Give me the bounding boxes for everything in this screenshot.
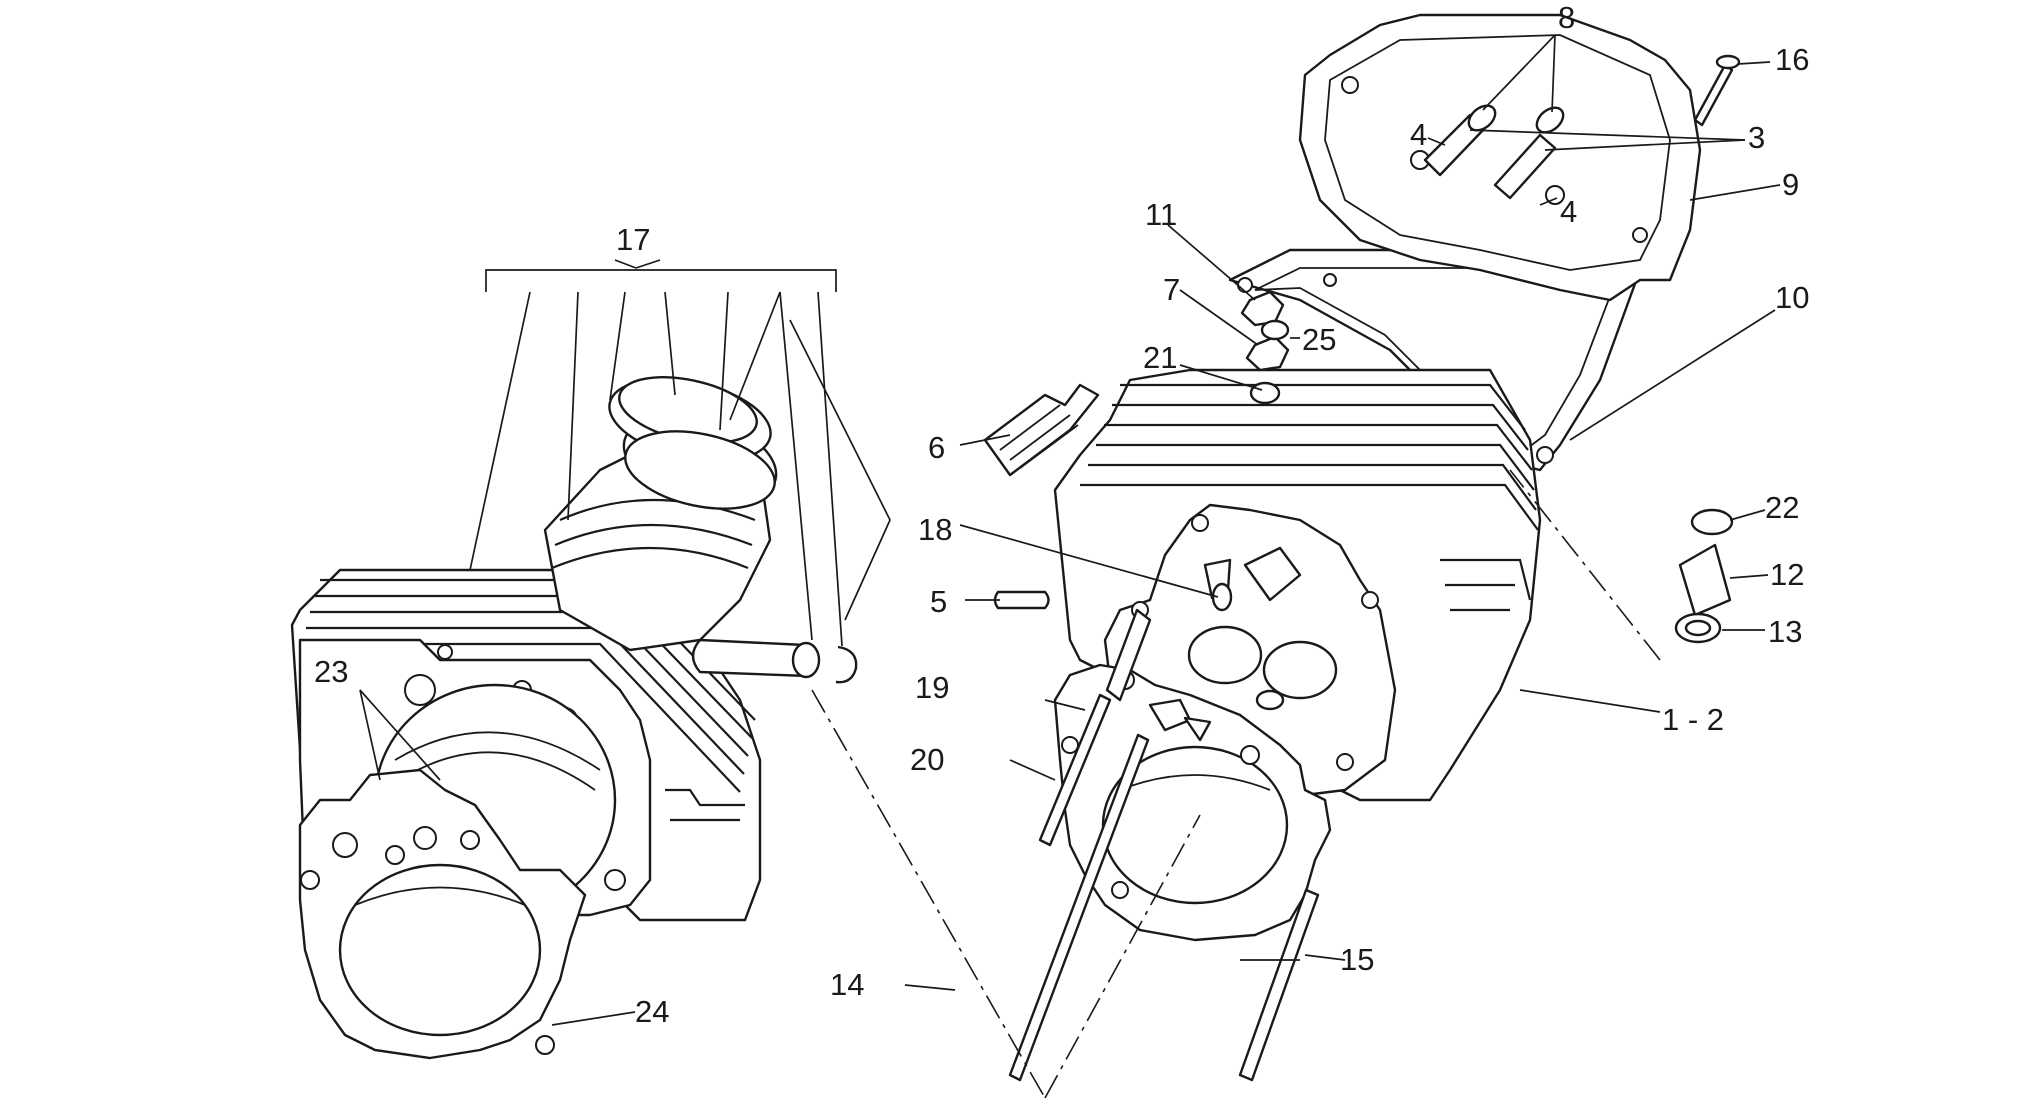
callout-labels: 17 23 24 14 15 20 19 5 18 6 21 7 11 25 4… [314, 0, 1809, 1029]
callout-13: 13 [1768, 614, 1802, 649]
head-bolt-hole [1361, 591, 1379, 609]
valve-port [1187, 625, 1263, 685]
callout-20: 20 [910, 742, 944, 777]
callout-18: 18 [918, 512, 952, 547]
stud-head [1105, 608, 1152, 702]
callout-4-right: 4 [1560, 194, 1577, 229]
valve-port [1262, 640, 1338, 700]
cover-hole [1632, 227, 1648, 243]
callout-8: 8 [1558, 0, 1575, 35]
gasket-hole [413, 826, 437, 850]
callout-6: 6 [928, 430, 945, 465]
stud-long [1238, 888, 1320, 1082]
callout-15: 15 [1340, 942, 1374, 977]
gasket-hole [1240, 745, 1260, 765]
circlip [835, 645, 858, 684]
cover-hole [1545, 185, 1565, 205]
callout-25: 25 [1302, 322, 1336, 357]
head-passage [1243, 546, 1302, 602]
spark-plug-hole [1255, 689, 1285, 711]
locating-pin [1211, 582, 1233, 612]
callout-5: 5 [930, 584, 947, 619]
gasket-hole [1323, 273, 1337, 287]
dowel-sleeve [993, 590, 1050, 610]
callout-4-left: 4 [1410, 117, 1427, 152]
gasket-bore [338, 863, 542, 1037]
callout-10: 10 [1775, 280, 1809, 315]
head-bolt-hole [1336, 753, 1354, 771]
rocker-cover [1298, 13, 1702, 302]
piston-pin-end [791, 641, 821, 679]
gasket-passage [1183, 716, 1212, 742]
seal-washer [1690, 508, 1734, 536]
rocker-shaft [1493, 133, 1557, 200]
stud-long [1008, 733, 1150, 1082]
callout-17: 17 [616, 222, 650, 257]
rocker-bushing [1535, 106, 1565, 134]
callout-11: 11 [1145, 197, 1177, 232]
leader-lines [359, 34, 1781, 1098]
cylinder-assembly [290, 376, 858, 1060]
callout-1-2: 1 - 2 [1662, 702, 1724, 737]
gasket-hole [535, 1035, 555, 1055]
washer [1260, 319, 1290, 341]
callout-16: 16 [1775, 42, 1809, 77]
callout-7: 7 [1163, 272, 1180, 307]
cover-hole [1341, 76, 1359, 94]
gasket-hole [460, 830, 480, 850]
gasket-hole [1237, 277, 1253, 293]
rocker-bushing [1467, 104, 1497, 132]
head-bolt-hole [1191, 514, 1209, 532]
washer [1249, 381, 1281, 405]
callout-3: 3 [1748, 120, 1765, 155]
gasket-hole [332, 832, 358, 858]
cover-screw-head [1715, 54, 1741, 70]
flange-hole [404, 674, 436, 706]
gasket-hole [1061, 736, 1079, 754]
callout-22: 22 [1765, 490, 1799, 525]
gasket-hole [300, 870, 320, 890]
valve-guide [1678, 543, 1732, 617]
callout-9: 9 [1782, 167, 1799, 202]
stud-short [1038, 693, 1112, 847]
gasket-hole [1111, 881, 1129, 899]
gasket-hole [385, 845, 405, 865]
callout-12: 12 [1770, 557, 1804, 592]
cylinder-head-assembly [983, 13, 1741, 1082]
callout-19: 19 [915, 670, 949, 705]
callout-23: 23 [314, 654, 348, 689]
cover-screw [1693, 63, 1734, 127]
gasket-hole [1536, 446, 1554, 464]
valve-washer-hole [1684, 619, 1712, 637]
flange-hole [604, 869, 626, 891]
callout-21: 21 [1143, 340, 1177, 375]
flange-hole [437, 644, 453, 660]
callout-14: 14 [830, 967, 864, 1002]
piston-ring [624, 430, 776, 510]
callout-24: 24 [635, 994, 669, 1029]
